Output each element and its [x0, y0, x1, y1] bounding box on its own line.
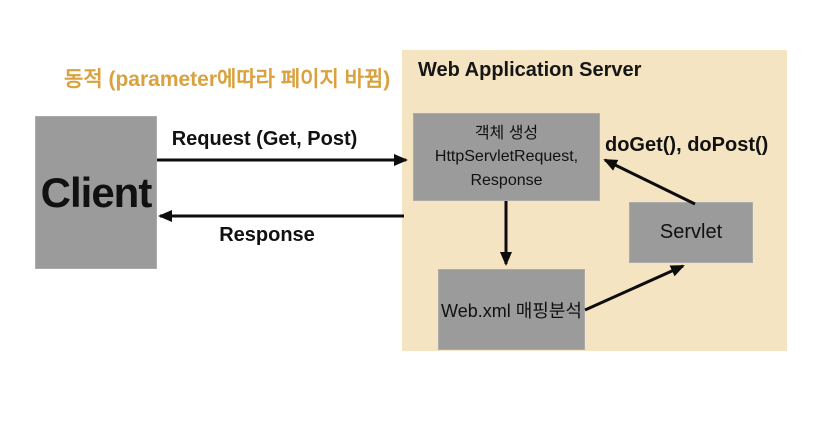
dynamic-page-note: 동적 (parameter에따라 페이지 바뀜) — [64, 68, 391, 91]
client-box: Client — [35, 116, 157, 269]
object-creation-box: 객체 생성 HttpServletRequest, Response — [413, 113, 600, 201]
servlet-box-label: Servlet — [659, 221, 723, 243]
object-creation-box-text: 객체 생성 HttpServletRequest, Response — [435, 122, 578, 192]
client-box-label: Client — [40, 168, 153, 216]
object-creation-line-2: HttpServletRequest, — [434, 148, 579, 166]
web-application-server-panel: Web Application Server 객체 생성 HttpServlet… — [402, 50, 787, 351]
object-creation-line-3: Response — [470, 171, 543, 189]
webxml-mapping-box: Web.xml 매핑분석 — [438, 269, 585, 350]
object-creation-line-1: 객체 생성 — [474, 125, 539, 143]
servlet-box: Servlet — [629, 202, 753, 263]
webxml-mapping-box-label: Web.xml 매핑분석 — [441, 300, 582, 321]
request-arrow-label: Request (Get, Post) — [171, 128, 358, 150]
response-arrow-label: Response — [219, 224, 315, 246]
doget-dopost-label: doGet(), doPost() — [605, 134, 769, 156]
web-application-server-title: Web Application Server — [418, 59, 642, 81]
